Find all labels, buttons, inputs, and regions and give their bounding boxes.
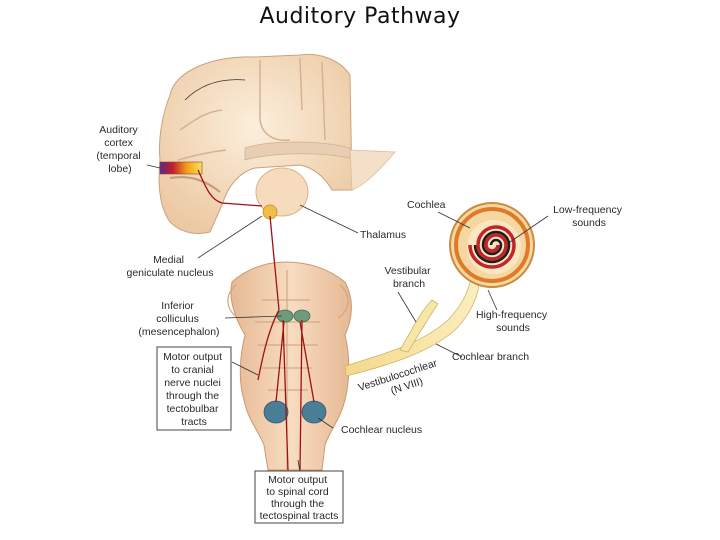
cerebrum [158,53,396,235]
label-medial-geniculate: Medial geniculate nucleus [127,254,214,279]
svg-text:Motor output to spinal c: Motor output to spinal cord through the … [260,474,339,522]
brainstem [227,261,352,471]
svg-text:Motor output to cranial: Motor output to cranial nerve nuclei thr… [163,351,225,428]
label-low-frequency: Low-frequency sounds [553,204,625,229]
label-cochlea: Cochlea [407,199,446,211]
label-vestibular-branch: Vestibular branch [384,265,433,290]
cochlear-nucleus-left [263,400,289,424]
motor-cranial-box: Motor output to cranial nerve nuclei thr… [156,346,232,431]
cochlea-and-nerve [344,202,535,377]
label-auditory-cortex: Auditory cortex (temporal lobe) [96,124,143,175]
label-cochlear-branch: Cochlear branch [452,351,529,363]
leader-lines [146,164,549,473]
auditory-pathway-lines [197,169,315,471]
auditory-cortex-area [159,161,203,175]
cochlear-nucleus-right [301,400,327,424]
label-inferior-colliculus: Inferior colliculus (mesencephalon) [138,300,219,338]
page-title: Auditory Pathway [259,4,461,29]
motor-spinal-box: Motor output to spinal cord through the … [254,470,344,524]
label-high-frequency: High-frequency sounds [476,309,550,334]
label-cochlear-nucleus: Cochlear nucleus [341,424,422,436]
label-thalamus: Thalamus [360,229,406,241]
